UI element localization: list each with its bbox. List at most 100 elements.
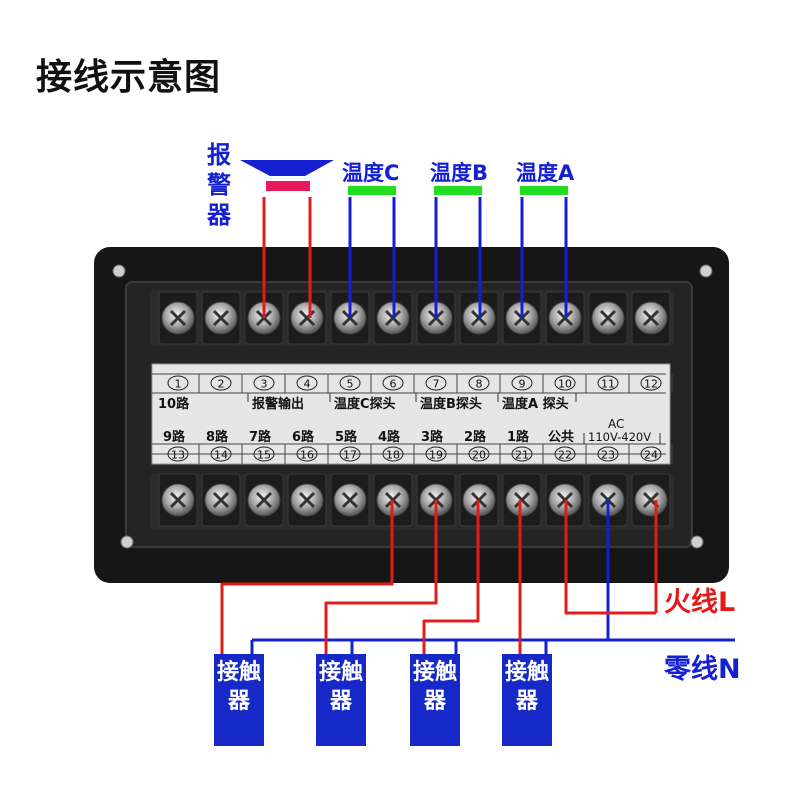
- top-terminal-screw-4: [287, 291, 327, 345]
- terminal-number-circle-3: [253, 375, 275, 391]
- plate-ac-bracket: [583, 433, 661, 444]
- channel-label-1: 9路: [163, 429, 186, 445]
- terminal-number-circle-8: [468, 375, 490, 391]
- page-title: 接线示意图: [36, 57, 222, 98]
- terminal-number-7: 7: [433, 378, 440, 391]
- top-terminal-screw-8: [459, 291, 499, 345]
- terminal-number-8: 8: [476, 378, 483, 391]
- terminal-number-24: 24: [644, 449, 658, 462]
- channel-label-8: 2路: [464, 429, 487, 445]
- terminal-number-circle-20: [468, 446, 490, 462]
- terminal-number-20: 20: [472, 449, 486, 462]
- contactor-1-wire: [220, 500, 394, 654]
- terminal-number-23: 23: [601, 449, 615, 462]
- bottom-terminal-screw-9: [502, 473, 542, 527]
- contactor-2-wire: [324, 500, 438, 654]
- bottom-terminal-screw-4: [287, 473, 327, 527]
- contactor-4: 接触器: [502, 654, 552, 746]
- terminal-number-circle-9: [511, 375, 533, 391]
- terminal-number-circle-18: [382, 446, 404, 462]
- channel-label-6: 4路: [378, 429, 401, 445]
- bottom-terminal-screw-1: [158, 473, 198, 527]
- channel-label-5: 5路: [335, 429, 358, 445]
- terminal-number-2: 2: [218, 378, 225, 391]
- terminal-number-circle-19: [425, 446, 447, 462]
- channel-label-2: 8路: [206, 429, 229, 445]
- terminal-number-9: 9: [519, 378, 526, 391]
- channel-label-7: 3路: [421, 429, 444, 445]
- plate-label-voltage: 110V-420V: [588, 430, 651, 444]
- terminal-number-circle-21: [511, 446, 533, 462]
- bottom-terminal-screw-5: [330, 473, 370, 527]
- terminal-number-circle-2: [210, 375, 232, 391]
- terminal-number-circle-12: [640, 375, 662, 391]
- top-terminal-screw-11: [588, 291, 628, 345]
- terminal-number-circle-5: [339, 375, 361, 391]
- terminal-number-circle-1: [167, 375, 189, 391]
- plate-brackets: [247, 393, 577, 402]
- corner-screw-bottom-right: [690, 535, 704, 549]
- channel-label-3: 7路: [249, 429, 272, 445]
- terminal-number-14: 14: [214, 449, 228, 462]
- bottom-terminal-screw-3: [244, 473, 284, 527]
- terminal-number-15: 15: [257, 449, 271, 462]
- terminal-number-circle-16: [296, 446, 318, 462]
- terminal-number-22: 22: [558, 449, 572, 462]
- channel-label-9: 1路: [507, 429, 530, 445]
- terminal-number-6: 6: [390, 378, 397, 391]
- channel-label-4: 6路: [292, 429, 315, 445]
- terminal-number-13: 13: [171, 449, 185, 462]
- plate-label-10: 10路: [158, 396, 190, 412]
- bottom-terminal-screw-2: [201, 473, 241, 527]
- terminal-number-circle-17: [339, 446, 361, 462]
- plate-label-probe-b: 温度B探头: [420, 396, 482, 412]
- neutral-line-label: 零线N: [664, 654, 741, 685]
- alarm-horn: [240, 160, 334, 176]
- alarm-bar: [266, 181, 310, 191]
- terminal-number-circle-24: [640, 446, 662, 462]
- terminal-number-11: 11: [601, 378, 615, 391]
- terminal-number-12: 12: [644, 378, 658, 391]
- plate-label-alarm: 报警输出: [252, 396, 304, 412]
- sensor-b-label: 温度B: [430, 161, 489, 185]
- terminal-number-10: 10: [558, 378, 572, 391]
- contactor-3-wire: [422, 500, 480, 654]
- contactor-2: 接触器: [316, 654, 366, 746]
- sensor-a-bar: [520, 186, 568, 195]
- terminal-number-circle-7: [425, 375, 447, 391]
- terminal-number-circle-4: [296, 375, 318, 391]
- bottom-terminal-screw-12: [631, 473, 671, 527]
- alarm-label: 报警器: [207, 141, 231, 229]
- terminal-number-19: 19: [429, 449, 443, 462]
- terminal-number-circle-23: [597, 446, 619, 462]
- terminal-number-circle-11: [597, 375, 619, 391]
- terminal-number-3: 3: [261, 378, 268, 391]
- top-terminal-screw-2: [201, 291, 241, 345]
- sensor-a-label: 温度A: [516, 161, 575, 185]
- terminal-number-21: 21: [515, 449, 529, 462]
- plate-label-probe-a: 温度A 探头: [502, 396, 569, 412]
- terminal-number-17: 17: [343, 449, 357, 462]
- live-line-wire: [564, 500, 656, 615]
- terminal-number-circle-22: [554, 446, 576, 462]
- terminal-number-1: 1: [175, 378, 182, 391]
- corner-screw-top-left: [112, 264, 126, 278]
- corner-screw-top-right: [699, 264, 713, 278]
- terminal-number-5: 5: [347, 378, 354, 391]
- terminal-number-16: 16: [300, 449, 314, 462]
- live-line-label: 火线L: [664, 587, 736, 618]
- terminal-number-circle-15: [253, 446, 275, 462]
- contactor-1: 接触器: [214, 654, 264, 746]
- contactor-3: 接触器: [410, 654, 460, 746]
- terminal-number-circle-6: [382, 375, 404, 391]
- top-terminal-screw-1: [158, 291, 198, 345]
- plate-label-probe-c: 温度C探头: [334, 396, 396, 412]
- channel-label-10: 公共: [548, 429, 574, 445]
- terminal-number-circle-13: [167, 446, 189, 462]
- plate-label-ac: AC: [608, 417, 624, 431]
- top-terminal-screw-12: [631, 291, 671, 345]
- corner-screw-bottom-left: [120, 535, 134, 549]
- terminal-number-circle-14: [210, 446, 232, 462]
